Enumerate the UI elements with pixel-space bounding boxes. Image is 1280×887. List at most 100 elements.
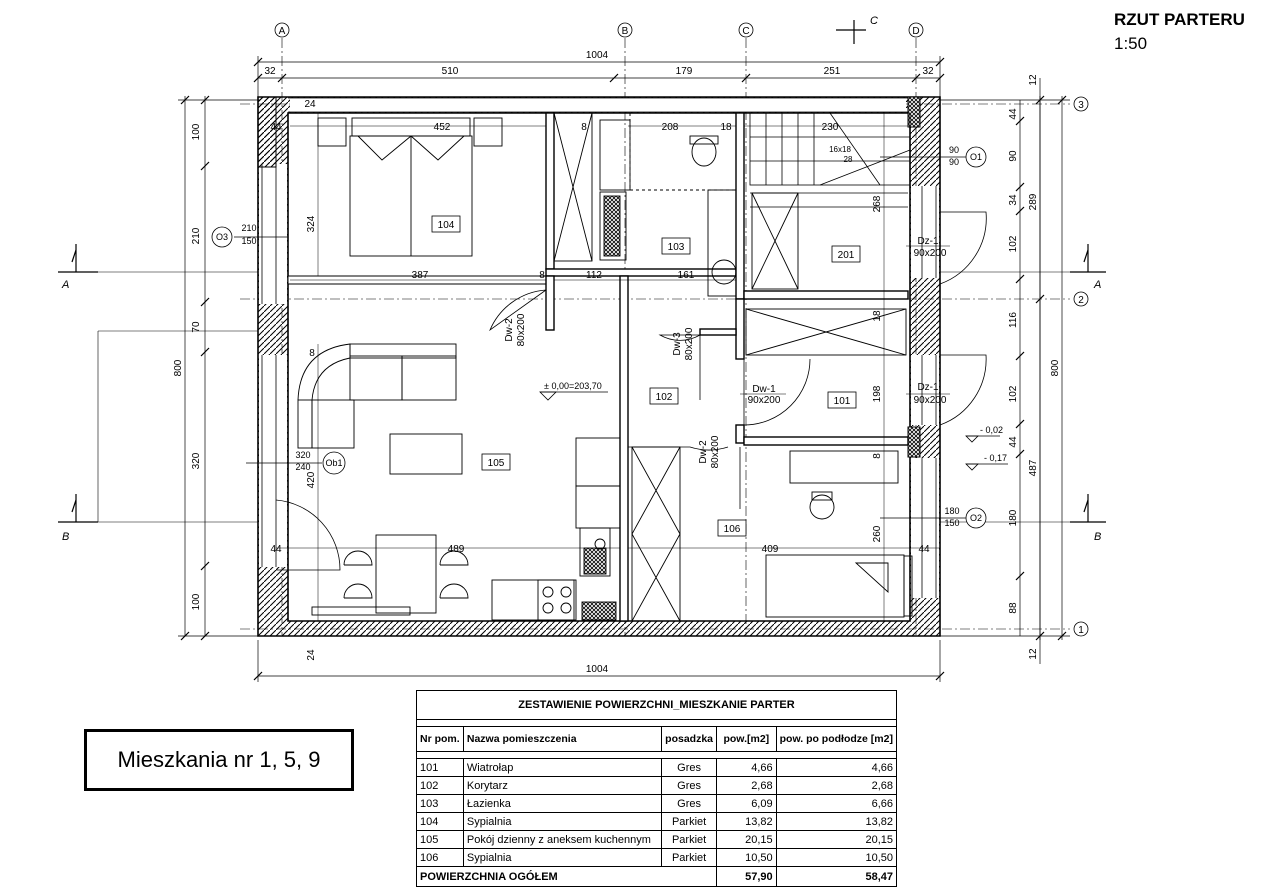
- col-header-floor-area: pow. po podłodze [m2]: [775, 726, 898, 752]
- dim-int-409: 409: [762, 544, 779, 555]
- door-label-5: Dz-1: [917, 236, 939, 247]
- stair-label-2: 28: [844, 155, 853, 164]
- dim-bottom-total: 1004: [586, 664, 609, 675]
- dim-int-198: 198: [872, 385, 883, 402]
- cell-floor-area: 20,15: [775, 830, 898, 849]
- cell-area: 4,66: [716, 758, 777, 777]
- dim-int-208: 208: [662, 122, 679, 133]
- total-area: 57,90: [716, 866, 777, 887]
- table-row: 106 Sypialnia Parkiet 10,50 10,50: [416, 848, 898, 867]
- dim-right-inner-7: 44: [1008, 436, 1019, 448]
- door-label-2: Dw-3: [672, 332, 683, 356]
- room-101: 101: [834, 396, 851, 407]
- top-dimensions: [253, 56, 945, 100]
- window-o2-top: 180: [944, 506, 959, 516]
- door-label-3: Dw-1: [752, 384, 776, 395]
- dim-int-44-bottom-right: 44: [918, 544, 930, 555]
- dim-left-5: 100: [191, 593, 202, 610]
- table-row: 104 Sypialnia Parkiet 13,82 13,82: [416, 812, 898, 831]
- window-ob1: Ob1: [325, 458, 342, 468]
- door-size-1: 80x200: [516, 313, 527, 346]
- dim-left-3: 70: [191, 321, 202, 333]
- door-size-4: 80x200: [710, 435, 721, 468]
- left-dimensions: [178, 95, 260, 641]
- dim-right-outer-2: 12: [1028, 648, 1039, 660]
- window-o2-bottom: 150: [944, 518, 959, 528]
- cell-floor: Gres: [661, 794, 718, 813]
- dim-int-230: 230: [822, 122, 839, 133]
- dim-int-18-top: 18: [720, 122, 732, 133]
- dim-right-inner-5: 116: [1008, 312, 1019, 328]
- dim-top-1: 32: [264, 66, 276, 77]
- cell-nr: 101: [416, 758, 464, 777]
- room-201: 201: [838, 250, 855, 261]
- dim-int-260: 260: [872, 525, 883, 542]
- cell-floor-area: 2,68: [775, 776, 898, 795]
- dim-right-inner-8: 180: [1008, 509, 1019, 526]
- table-row: 105 Pokój dzienny z aneksem kuchennym Pa…: [416, 830, 898, 849]
- axis-label-d: D: [912, 26, 919, 37]
- cell-name: Wiatrołap: [462, 758, 663, 777]
- door-size-3: 90x200: [748, 395, 781, 406]
- window-tags: [211, 146, 987, 529]
- door-size-2: 80x200: [684, 327, 695, 360]
- window-o3-top: 210: [241, 223, 256, 233]
- room-102: 102: [656, 392, 673, 403]
- exterior-walls: [257, 96, 941, 637]
- table-total-row: POWIERZCHNIA OGÓŁEM 57,90 58,47: [415, 866, 898, 887]
- dim-right-total: 800: [1050, 359, 1061, 376]
- apartment-label: Mieszkania nr 1, 5, 9: [84, 729, 354, 791]
- stair-label-1: 16x18: [829, 145, 851, 154]
- dim-right-inner-1: 44: [1008, 108, 1019, 120]
- axis-label-3: 3: [1078, 100, 1084, 111]
- window-o3-bottom: 150: [241, 236, 256, 246]
- dim-left-total: 800: [173, 359, 184, 376]
- section-label-b-left: B: [62, 531, 69, 543]
- cell-floor: Gres: [661, 776, 718, 795]
- window-o3: O3: [216, 232, 228, 242]
- bottom-dimensions: [253, 640, 945, 682]
- cell-area: 20,15: [716, 830, 777, 849]
- cell-area: 10,50: [716, 848, 777, 867]
- dim-int-112: 112: [586, 270, 602, 281]
- table-row: 102 Korytarz Gres 2,68 2,68: [416, 776, 898, 795]
- room-104: 104: [438, 220, 455, 231]
- cell-nr: 102: [416, 776, 464, 795]
- dim-left-1: 100: [191, 123, 202, 140]
- dim-int-161: 161: [678, 270, 695, 281]
- cell-nr: 106: [416, 848, 464, 867]
- dim-top-total: 1004: [586, 50, 609, 61]
- table-row: 101 Wiatrołap Gres 4,66 4,66: [416, 758, 898, 777]
- window-ob1-bottom: 240: [295, 462, 310, 472]
- cell-area: 2,68: [716, 776, 777, 795]
- dim-int-24-bottom: 24: [306, 649, 317, 661]
- total-label: POWIERZCHNIA OGÓŁEM: [415, 866, 718, 887]
- dim-int-44-bottom-left: 44: [270, 544, 282, 555]
- cell-area: 13,82: [716, 812, 777, 831]
- dim-int-8-left: 8: [309, 348, 315, 359]
- cell-name: Łazienka: [462, 794, 663, 813]
- cell-nr: 105: [416, 830, 464, 849]
- window-o1: O1: [970, 152, 982, 162]
- section-label-a-right: A: [1093, 279, 1101, 291]
- axis-label-2: 2: [1078, 295, 1084, 306]
- col-header-name: Nazwa pomieszczenia: [462, 726, 663, 752]
- window-o1-bottom: 90: [949, 157, 959, 167]
- total-floor-area: 58,47: [775, 866, 898, 887]
- interior-walls: [287, 112, 909, 622]
- dim-left-4: 320: [191, 452, 202, 469]
- level-markers: [539, 391, 1008, 471]
- dim-int-420: 420: [306, 471, 317, 488]
- col-header-floor: posadzka: [661, 726, 718, 752]
- dim-int-24-top: 24: [304, 99, 316, 110]
- cell-floor-area: 6,66: [775, 794, 898, 813]
- col-header-area: pow.[m2]: [716, 726, 777, 752]
- window-o1-top: 90: [949, 145, 959, 155]
- dim-right-inner-9: 88: [1008, 602, 1019, 614]
- cell-floor: Parkiet: [661, 812, 718, 831]
- col-header-nr: Nr pom.: [416, 726, 464, 752]
- dim-int-44-top: 44: [270, 122, 282, 133]
- floor-plan: A B C D 3 2 1 1004 32 510 179 251 32 100…: [58, 15, 1106, 682]
- dim-top-5: 32: [922, 66, 934, 77]
- dim-int-489: 489: [448, 544, 465, 555]
